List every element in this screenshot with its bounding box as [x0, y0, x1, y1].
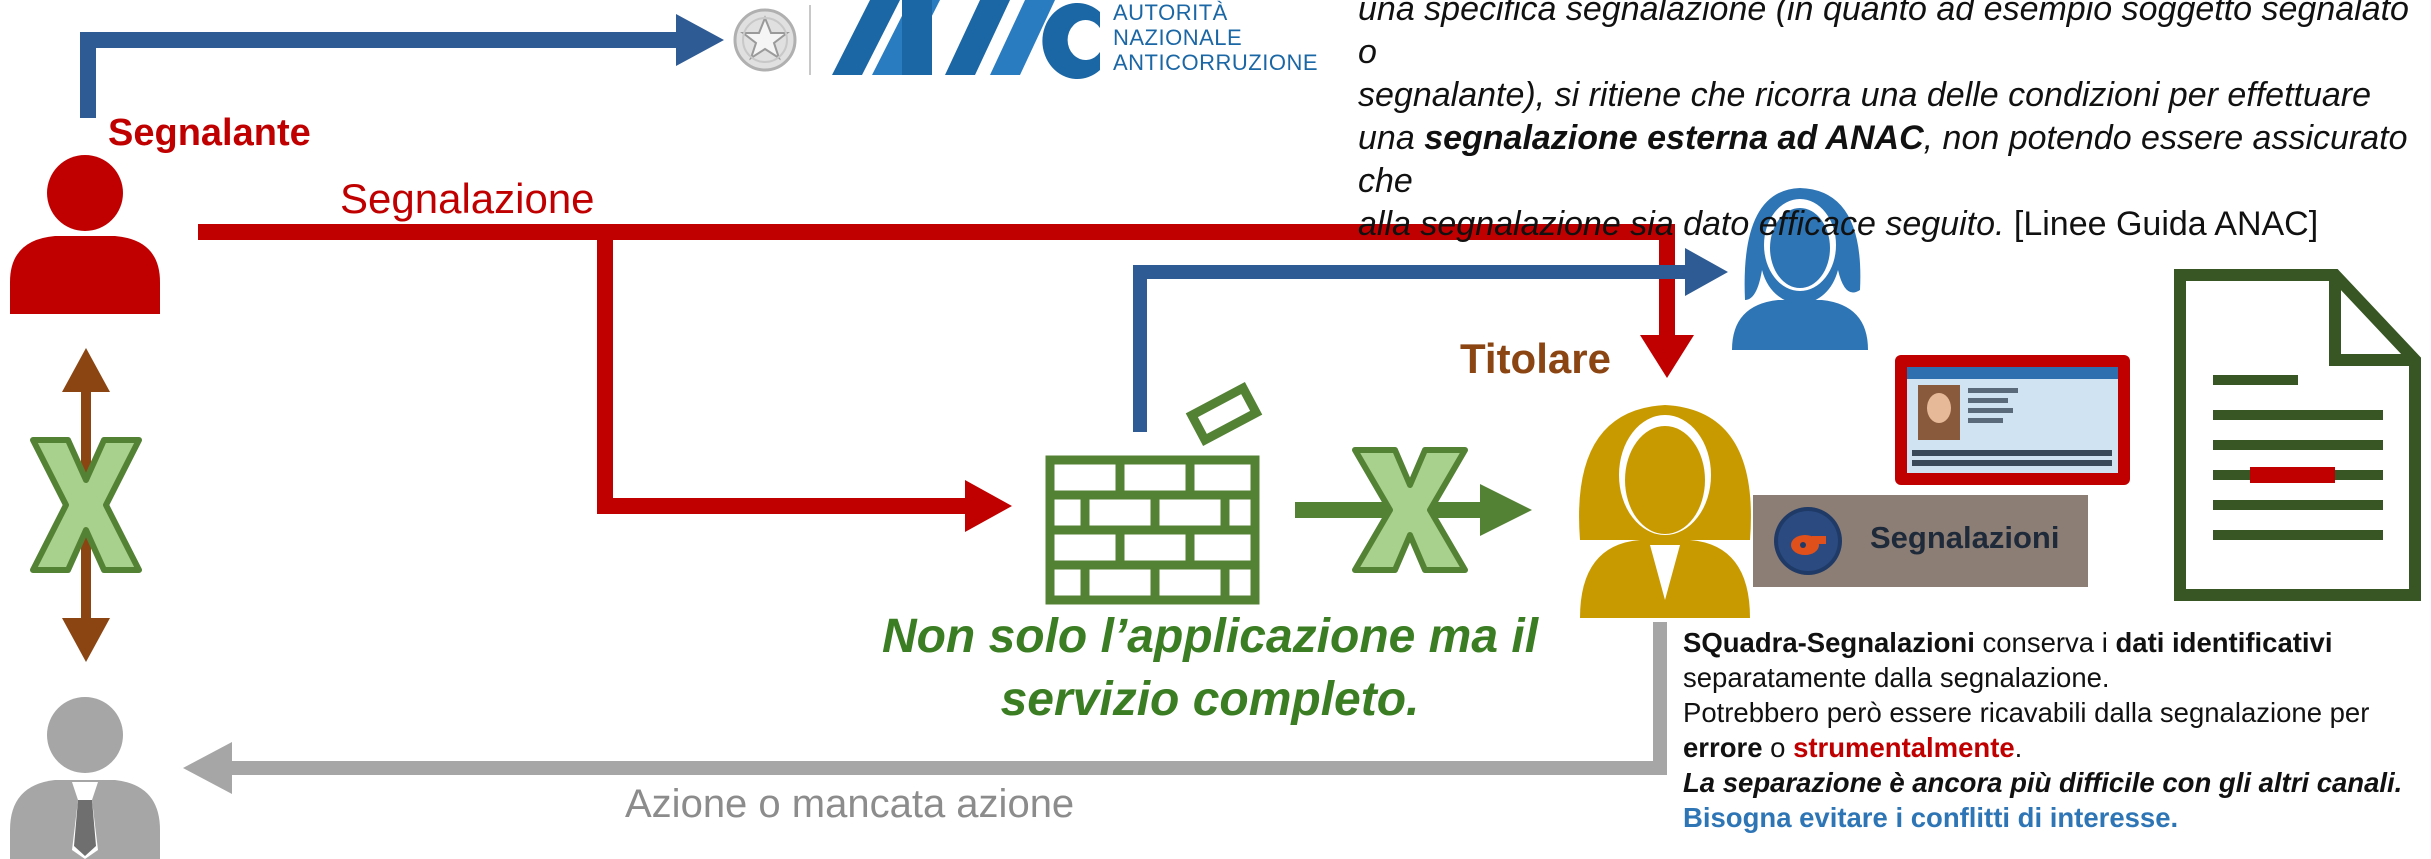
- anac-logo: [832, 0, 1100, 79]
- arrow-to-anac: [80, 14, 724, 118]
- document-icon: [2174, 269, 2421, 601]
- anac-subtitle: AUTORITÀ NAZIONALE ANTICORRUZIONE: [1113, 0, 1318, 75]
- guideline-quote: una specifica segnalazione (in quanto ad…: [1358, 0, 2409, 243]
- x-mark-icon: [30, 437, 142, 573]
- app-name-label: Segnalazioni: [1870, 520, 2060, 555]
- slogan: Non solo l’applicazione ma il servizio c…: [881, 610, 1539, 726]
- arrow-to-woman: [1133, 248, 1728, 432]
- whistle-icon: [1791, 535, 1826, 555]
- segnalante-person-icon: [10, 155, 160, 314]
- id-card-icon: [1895, 355, 2130, 485]
- x-mark-icon: [1352, 447, 1468, 573]
- woman-icon: [1732, 188, 1868, 350]
- titolare-label: Titolare: [1460, 335, 1611, 382]
- segnalante-label: Segnalante: [108, 112, 311, 154]
- action-label: Azione o mancata azione: [625, 782, 1075, 826]
- titolare-person-icon: [1579, 405, 1751, 618]
- firewall-icon: [1045, 381, 1263, 605]
- manager-icon: [10, 697, 160, 859]
- segnalazione-arrows: [198, 224, 1694, 532]
- explanatory-note: SQuadra-Segnalazioni conserva i dati ide…: [1683, 627, 2403, 833]
- action-arrow: [183, 622, 1667, 794]
- emblem-icon: [733, 8, 797, 72]
- app-badge: [1753, 495, 2088, 587]
- segnalazione-label: Segnalazione: [340, 175, 595, 222]
